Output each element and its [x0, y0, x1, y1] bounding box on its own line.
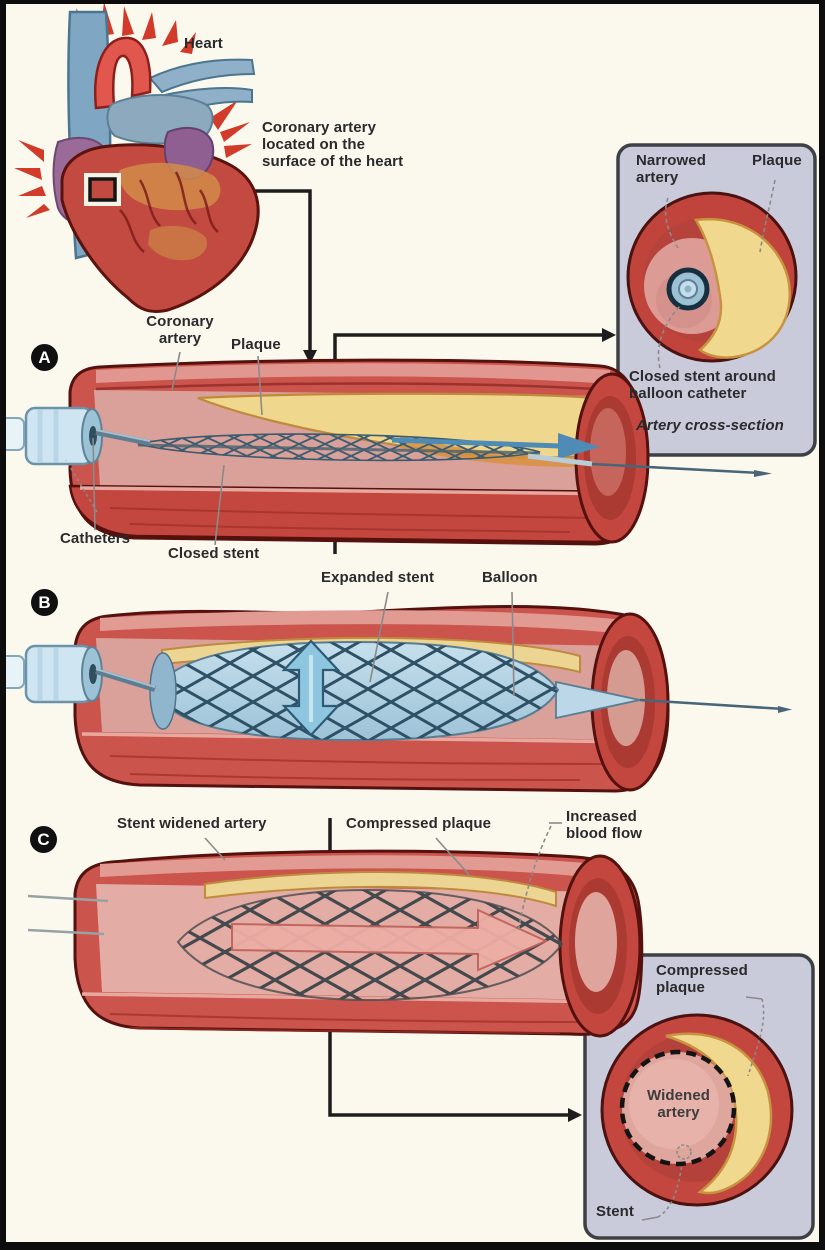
image-border-right: [819, 0, 825, 1250]
label-stent-widened-artery: Stent widened artery: [117, 815, 267, 832]
inset-bottom-label-compressed-plaque: Compressed plaque: [656, 962, 748, 996]
inset-top-label-narrowed-artery: Narrowed artery: [636, 152, 706, 186]
image-border-bottom: [0, 1242, 825, 1250]
expanded-stent-mesh: [155, 642, 558, 740]
label-compressed-plaque-c: Compressed plaque: [346, 815, 492, 832]
coronary-artery-marker-box: [88, 177, 117, 202]
label-balloon: Balloon: [482, 569, 538, 586]
increased-blood-flow-arrow: [231, 908, 549, 972]
label-plaque-a: Plaque: [231, 336, 281, 353]
label-coronary-artery: Coronary artery: [146, 313, 214, 347]
inset-top-type-label: Artery cross-section: [636, 417, 784, 434]
widened-lumen: [629, 1059, 719, 1149]
balloon-taper: [555, 680, 641, 720]
heart-illustration: [14, 2, 260, 313]
image-border-left: [0, 0, 6, 1250]
artery-a-closed-stent: [0, 358, 772, 546]
image-border-top: [0, 0, 825, 4]
label-closed-stent: Closed stent: [168, 545, 260, 562]
inset-bottom-label-widened-artery: Widened artery: [646, 1087, 711, 1121]
inset-top-leader-lines: [657, 179, 776, 369]
artery-c-widened: [27, 849, 644, 1038]
withdrawn-catheter-wires: [27, 894, 109, 936]
catheter-shaft: [95, 668, 156, 692]
catheter-hub: [0, 644, 103, 704]
catheter-shaft: [95, 429, 151, 446]
panel-c-badge: C: [30, 826, 57, 853]
coronary-vessels: [119, 171, 219, 253]
label-increased-blood-flow: Increased blood flow: [566, 808, 642, 842]
panel-b-badge: B: [31, 589, 58, 616]
blood-flow-arrow: [391, 437, 561, 449]
inset-bottom-leader-lines: [641, 996, 765, 1221]
label-leader-lines: [65, 351, 562, 933]
heart-label: Heart: [184, 35, 223, 52]
aorta: [94, 36, 152, 110]
inset-bottom-label-stent: Stent: [596, 1203, 634, 1220]
inset-top-caption: Closed stent around balloon catheter: [629, 368, 776, 402]
inset-widened-artery-cross-section: [583, 953, 815, 1240]
inset-top-label-plaque: Plaque: [752, 152, 802, 169]
catheter-hub: [0, 406, 103, 466]
guidewire: [591, 462, 761, 475]
label-catheters: Catheters: [60, 530, 131, 547]
guidewire: [639, 698, 785, 711]
coronary-artery-callout: Coronary artery located on the surface o…: [262, 119, 404, 170]
panel-a-badge: A: [31, 344, 58, 371]
plaque-cross-section: [693, 217, 791, 359]
compressed-plaque-layer: [204, 871, 557, 908]
inset-narrowed-artery-cross-section: [616, 143, 817, 457]
artery-b-expanded-stent: [0, 605, 792, 793]
label-expanded-stent: Expanded stent: [321, 569, 435, 586]
